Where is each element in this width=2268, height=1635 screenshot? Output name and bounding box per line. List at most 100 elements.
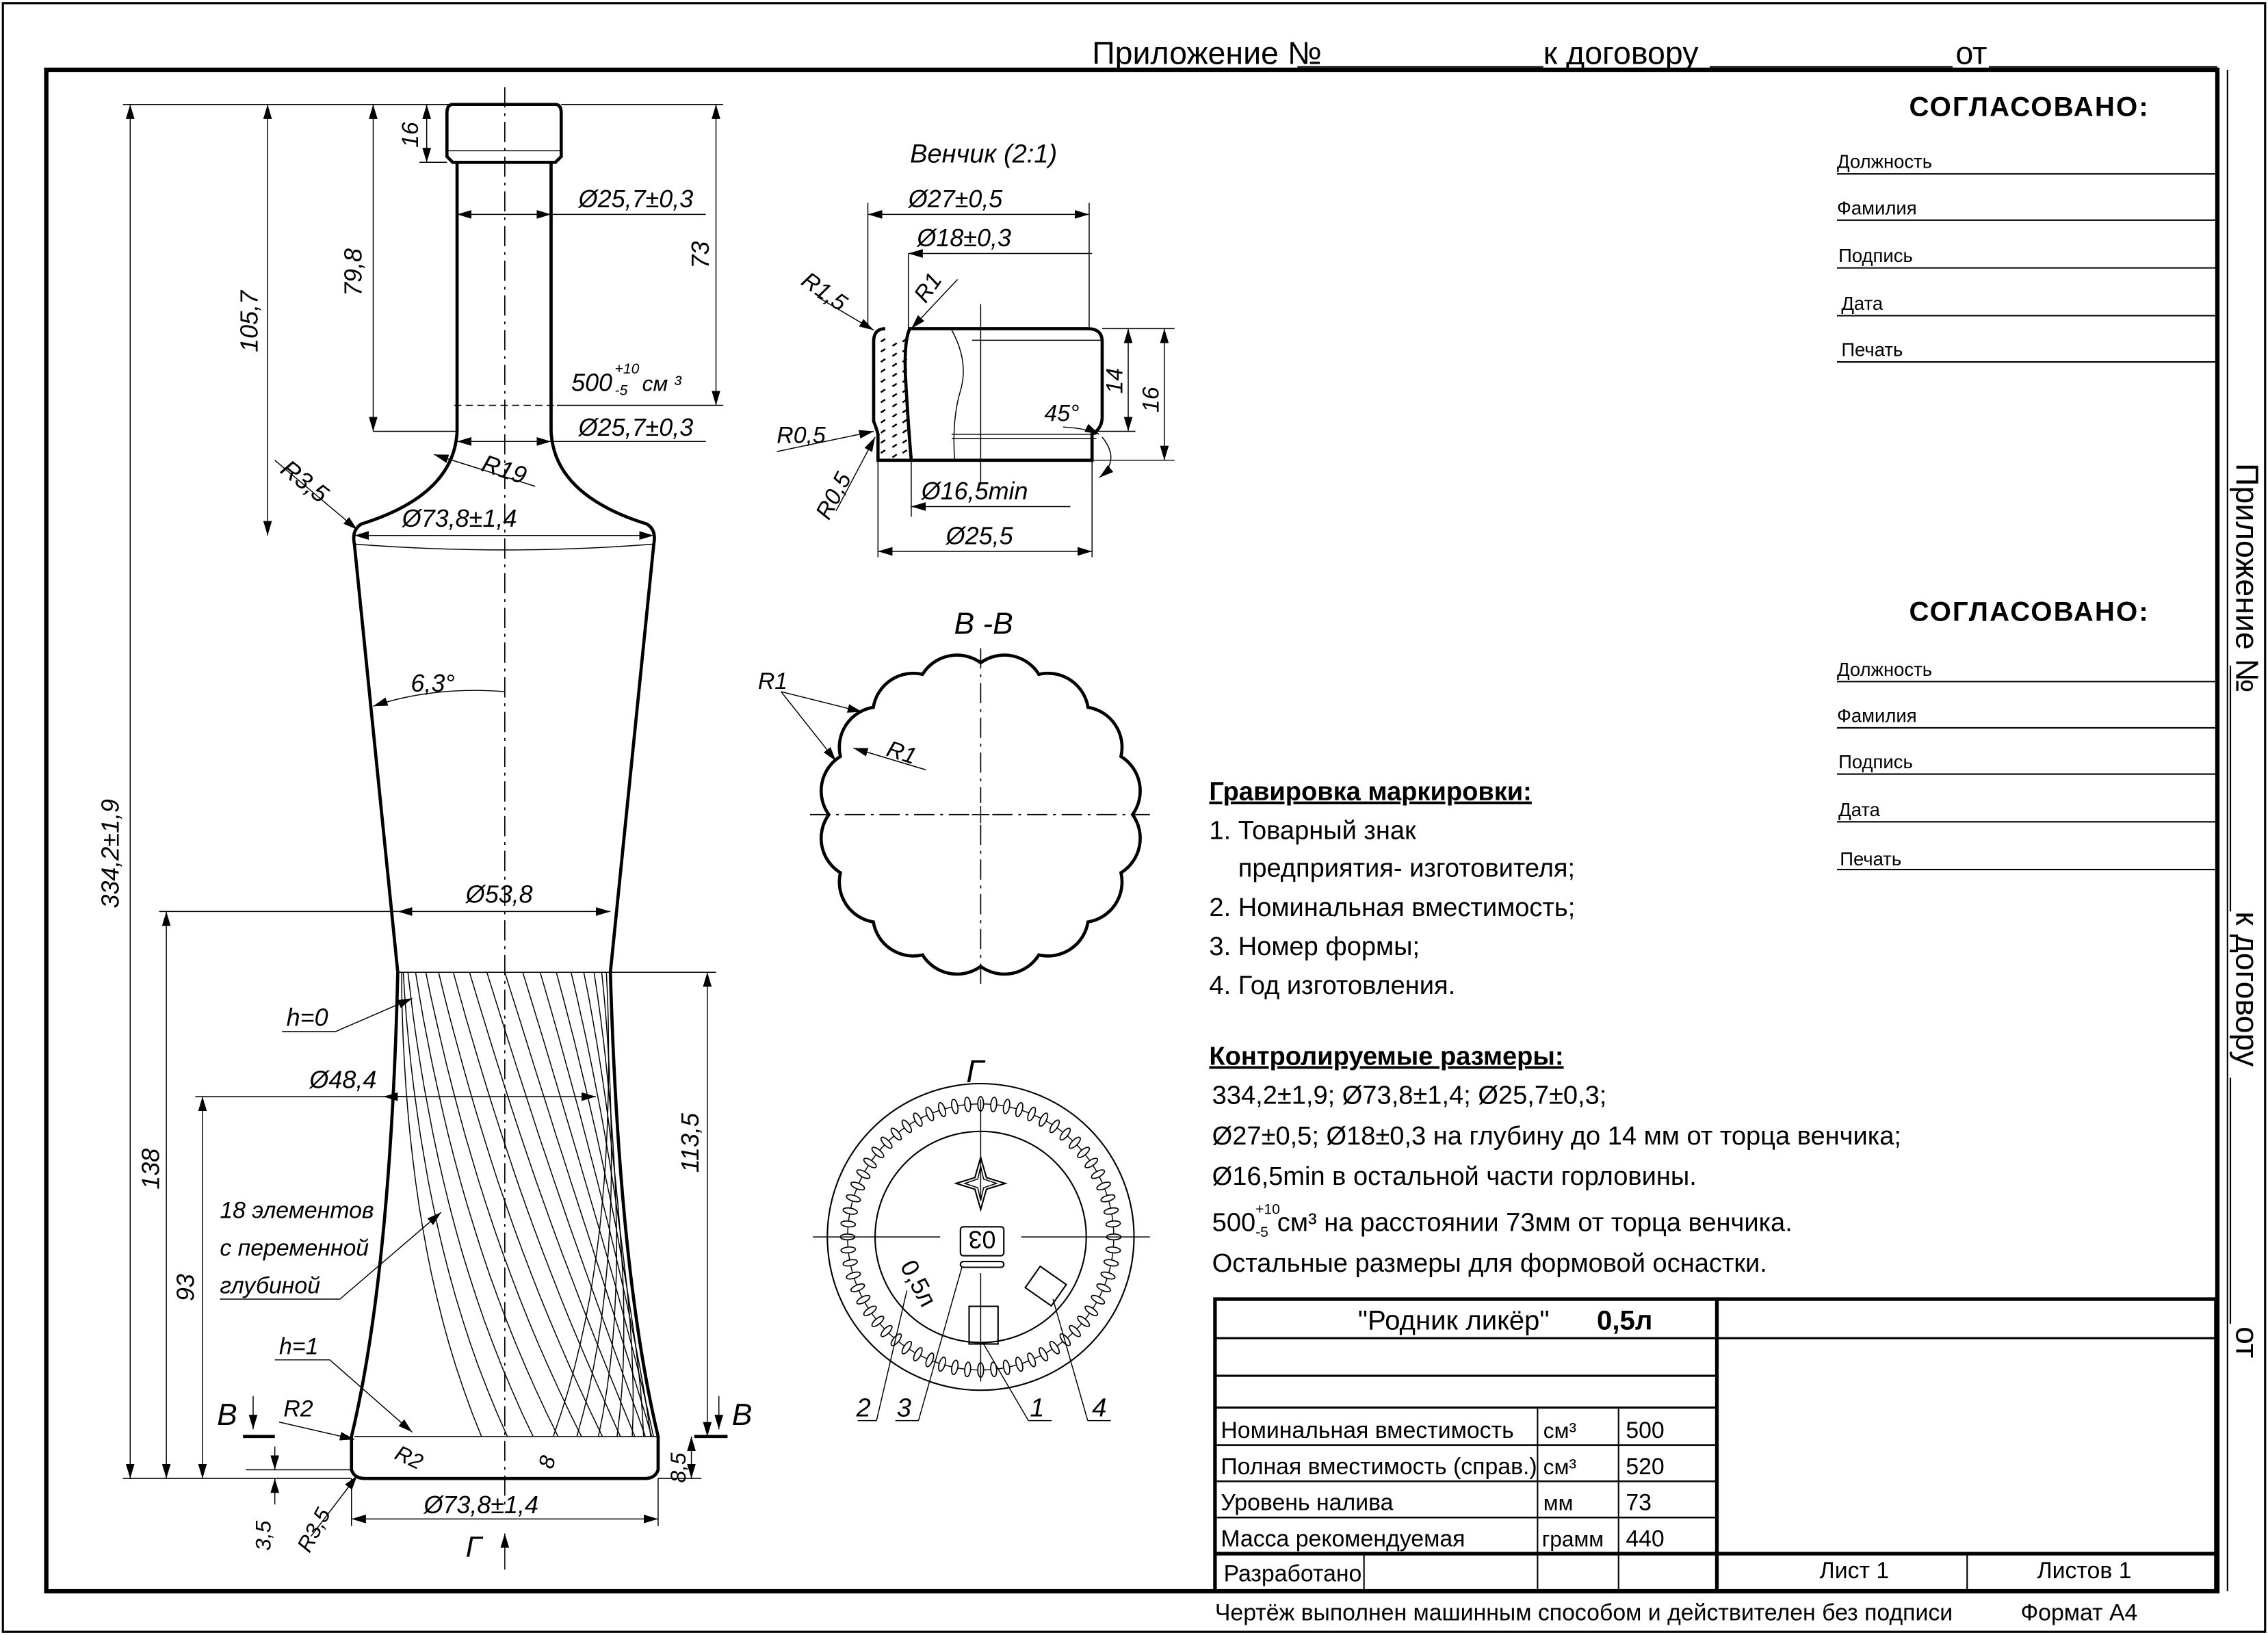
dim-total-height: 334,2±1,9 xyxy=(96,799,124,908)
callout-3: 3 xyxy=(897,1394,911,1422)
dim-finish-r0-5-a: R0,5 xyxy=(777,422,826,448)
knurl-bead xyxy=(890,1127,902,1141)
side-from-label: от xyxy=(2229,1326,2265,1358)
bottle-view: 334,2±1,9 105,7 79,8 16 73 Ø25,7±0,3 500… xyxy=(96,87,753,1570)
engraving-item-3: 3. Номер формы; xyxy=(1209,932,1420,961)
elements-note-1: 18 элементов xyxy=(220,1198,374,1224)
knurl-bead xyxy=(871,1316,885,1327)
view-g-mark: Г xyxy=(466,1530,484,1562)
knurl-bead xyxy=(856,1294,871,1305)
table-row: Уровень налива мм 73 xyxy=(1221,1490,1652,1516)
table-row: Номинальная вместимость см³ 500 xyxy=(1221,1417,1664,1443)
knurl-bead xyxy=(951,1099,959,1114)
elements-note-3: глубиной xyxy=(220,1273,320,1299)
dim-height-113: 113,5 xyxy=(676,1112,704,1173)
dim-finish-dia-18: Ø18±0,3 xyxy=(916,224,1011,252)
inner-frame xyxy=(44,67,2220,1594)
field-surname: Фамилия xyxy=(1837,705,1917,726)
knurl-bead xyxy=(1069,1136,1081,1149)
knurl-bead xyxy=(1015,1357,1024,1372)
knurl-bead xyxy=(901,1340,913,1355)
dim-finish-dia-25-5: Ø25,5 xyxy=(946,521,1014,549)
row-value: 440 xyxy=(1626,1526,1664,1552)
engraving-item-1: 1. Товарный знак xyxy=(1209,817,1416,846)
dim-capacity-tol-plus: +10 xyxy=(615,361,640,377)
knurl-bead xyxy=(1091,1294,1106,1305)
footer-format: Формат А4 xyxy=(2020,1599,2137,1625)
row-unit: мм xyxy=(1543,1491,1574,1515)
callout-1: 1 xyxy=(1030,1394,1044,1422)
footer-note: Чертёж выполнен машинным способом и дейс… xyxy=(1215,1599,1953,1625)
callout-4: 4 xyxy=(1092,1394,1106,1422)
knurl-bead xyxy=(880,1324,893,1337)
knurl-bead xyxy=(1100,1194,1116,1203)
spiral-element xyxy=(486,971,647,1437)
knurl-bead xyxy=(863,1157,877,1168)
knurl-bead xyxy=(846,1271,861,1280)
row-label: Номинальная вместимость xyxy=(1221,1417,1513,1443)
dim-finish-h14: 14 xyxy=(1102,368,1128,394)
knurl-bead xyxy=(913,1112,923,1127)
knurl-bead xyxy=(1027,1106,1037,1122)
knurl-bead xyxy=(1049,1119,1060,1134)
capacity-tol-plus: +10 xyxy=(1255,1201,1280,1217)
row-value: 520 xyxy=(1626,1454,1664,1480)
dim-height-93: 93 xyxy=(171,1274,199,1301)
spiral-elements xyxy=(401,971,654,1437)
knurl-bead xyxy=(863,1305,877,1316)
knurl-bead xyxy=(1096,1283,1111,1292)
knurl-bead xyxy=(1027,1352,1037,1368)
controlled-title: Контролируемые размеры: xyxy=(1209,1043,1563,1071)
dim-base-dia: Ø73,8±1,4 xyxy=(423,1491,538,1519)
field-stamp: Печать xyxy=(1841,339,1903,361)
knurl-bead xyxy=(990,1097,998,1112)
knurl-bead xyxy=(871,1147,885,1158)
dim-3-5: 3,5 xyxy=(250,1520,275,1550)
factory-mark xyxy=(1024,1265,1067,1307)
dim-neck-length: 79,8 xyxy=(339,248,367,296)
mould-number-frame xyxy=(959,1226,1005,1257)
dim-r3-5-bottom: R3,5 xyxy=(292,1504,335,1556)
controlled-item-2: Ø27±0,5; Ø18±0,3 на глубину до 14 мм от … xyxy=(1212,1122,1901,1151)
field-surname: Фамилия xyxy=(1837,197,1917,218)
other-dimensions-note: Остальные размеры для формовой оснастки. xyxy=(1212,1249,1767,1278)
dim-taper-angle: 6,3° xyxy=(410,669,454,697)
knurl-bead xyxy=(1091,1169,1106,1179)
engraving-item-2: 2. Номинальная вместимость; xyxy=(1209,893,1575,922)
dim-8-5: 8,5 xyxy=(666,1452,690,1482)
spiral-element xyxy=(452,972,621,1437)
approval-block-2: СОГЛАСОВАНО: Должность Фамилия Подпись Д… xyxy=(1836,596,2216,871)
row-unit: см³ xyxy=(1543,1418,1576,1443)
knurl-bead xyxy=(901,1119,913,1134)
dim-height-138: 138 xyxy=(137,1149,165,1190)
dim-h1: h=1 xyxy=(279,1333,318,1359)
spiral-element xyxy=(402,972,508,1437)
appendix-label: Приложение № xyxy=(1092,36,1322,71)
engraving-title: Гравировка маркировки: xyxy=(1209,778,1531,807)
knurl-bead xyxy=(880,1136,893,1149)
knurl-bead xyxy=(1059,1333,1071,1346)
dim-body-dia-top: Ø73,8±1,4 xyxy=(402,504,517,532)
side-appendix-label: Приложение № xyxy=(2229,463,2265,693)
capacity-value: 500 xyxy=(1212,1209,1255,1238)
dim-neck-dia-top: Ø25,7±0,3 xyxy=(578,185,694,213)
finish-profile xyxy=(872,327,1104,462)
knurl-bead xyxy=(925,1352,935,1368)
bottle-finish xyxy=(445,103,563,164)
spiral-element xyxy=(556,972,644,1437)
knurl-bead xyxy=(1039,1347,1049,1361)
row-value: 500 xyxy=(1626,1417,1664,1443)
dim-r2-a: R2 xyxy=(283,1396,313,1422)
field-stamp: Печать xyxy=(1840,848,1901,869)
knurl-bead xyxy=(1105,1246,1121,1254)
section-b-right: В xyxy=(732,1398,753,1432)
dim-capacity-unit: см ³ xyxy=(642,371,682,395)
dim-r2-b: R2 xyxy=(391,1440,427,1474)
field-position: Должность xyxy=(1837,659,1932,680)
table-row: Полная вместимость (справ.) см³ 520 xyxy=(1221,1454,1664,1480)
from-label: от xyxy=(1955,36,1987,71)
row-label: Полная вместимость (справ.) xyxy=(1221,1454,1537,1480)
approval-title: СОГЛАСОВАНО: xyxy=(1909,596,2149,627)
